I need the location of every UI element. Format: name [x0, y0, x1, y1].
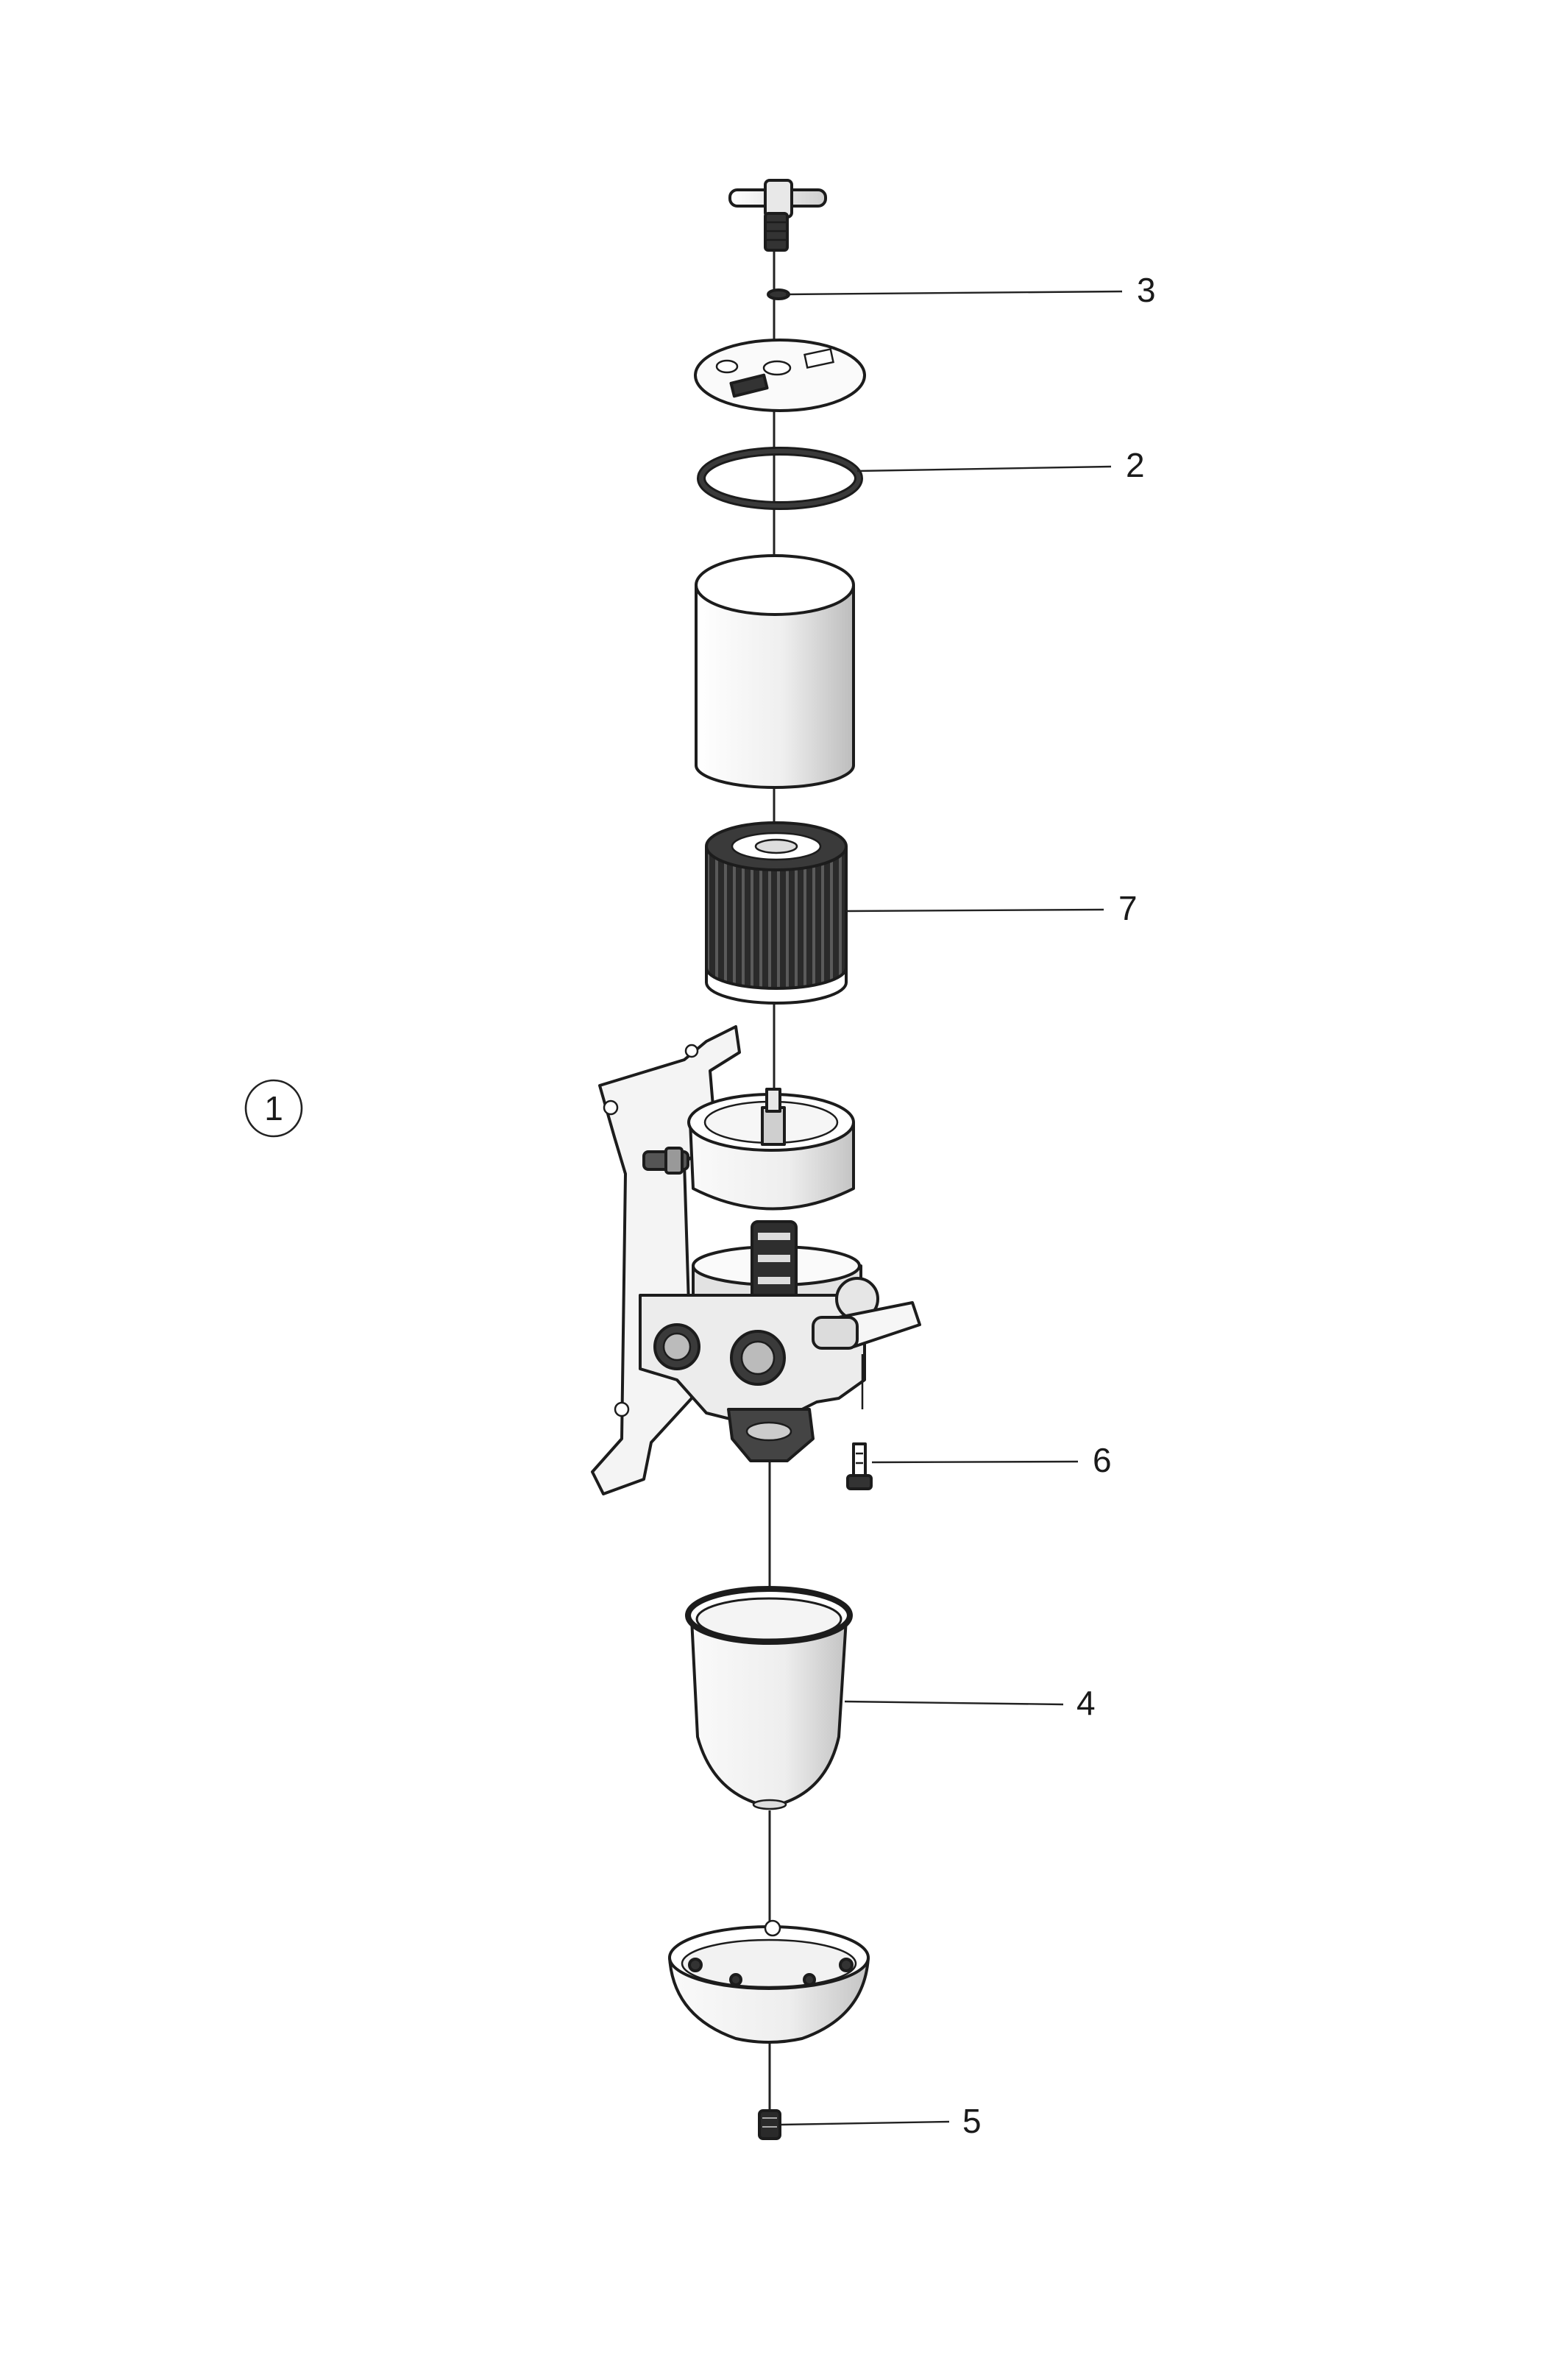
drain-screw: [846, 1442, 873, 1490]
guard-cup: [668, 1919, 870, 2044]
assembly-callout-label: 1: [264, 1089, 283, 1127]
leader-4: [844, 1700, 1064, 1706]
leader-7: [845, 908, 1104, 913]
leader-3: [785, 290, 1123, 296]
bowl: [685, 1586, 853, 1810]
leader-5: [781, 2120, 950, 2126]
assembly-callout-circle: [244, 1079, 303, 1138]
drain-plug: [758, 2109, 781, 2140]
small-o-ring: [767, 288, 790, 300]
callout-7: 7: [1118, 889, 1138, 927]
callout-labels: 1 3 2 7 6 4 5: [244, 271, 1156, 2140]
filter-element: [705, 821, 848, 1005]
callout-2: 2: [1126, 446, 1145, 484]
leader-lines: [781, 290, 1123, 2126]
filter-head-assembly: [591, 1025, 921, 1495]
leader-2: [856, 465, 1112, 472]
gasket-ring: [697, 447, 863, 510]
callout-5: 5: [962, 2102, 982, 2140]
callout-6: 6: [1093, 1441, 1112, 1479]
t-handle-screw: [728, 179, 827, 252]
callout-4: 4: [1076, 1684, 1096, 1722]
callout-3: 3: [1137, 271, 1156, 309]
lid-plate: [694, 339, 866, 412]
sleeve-cylinder: [695, 554, 855, 789]
